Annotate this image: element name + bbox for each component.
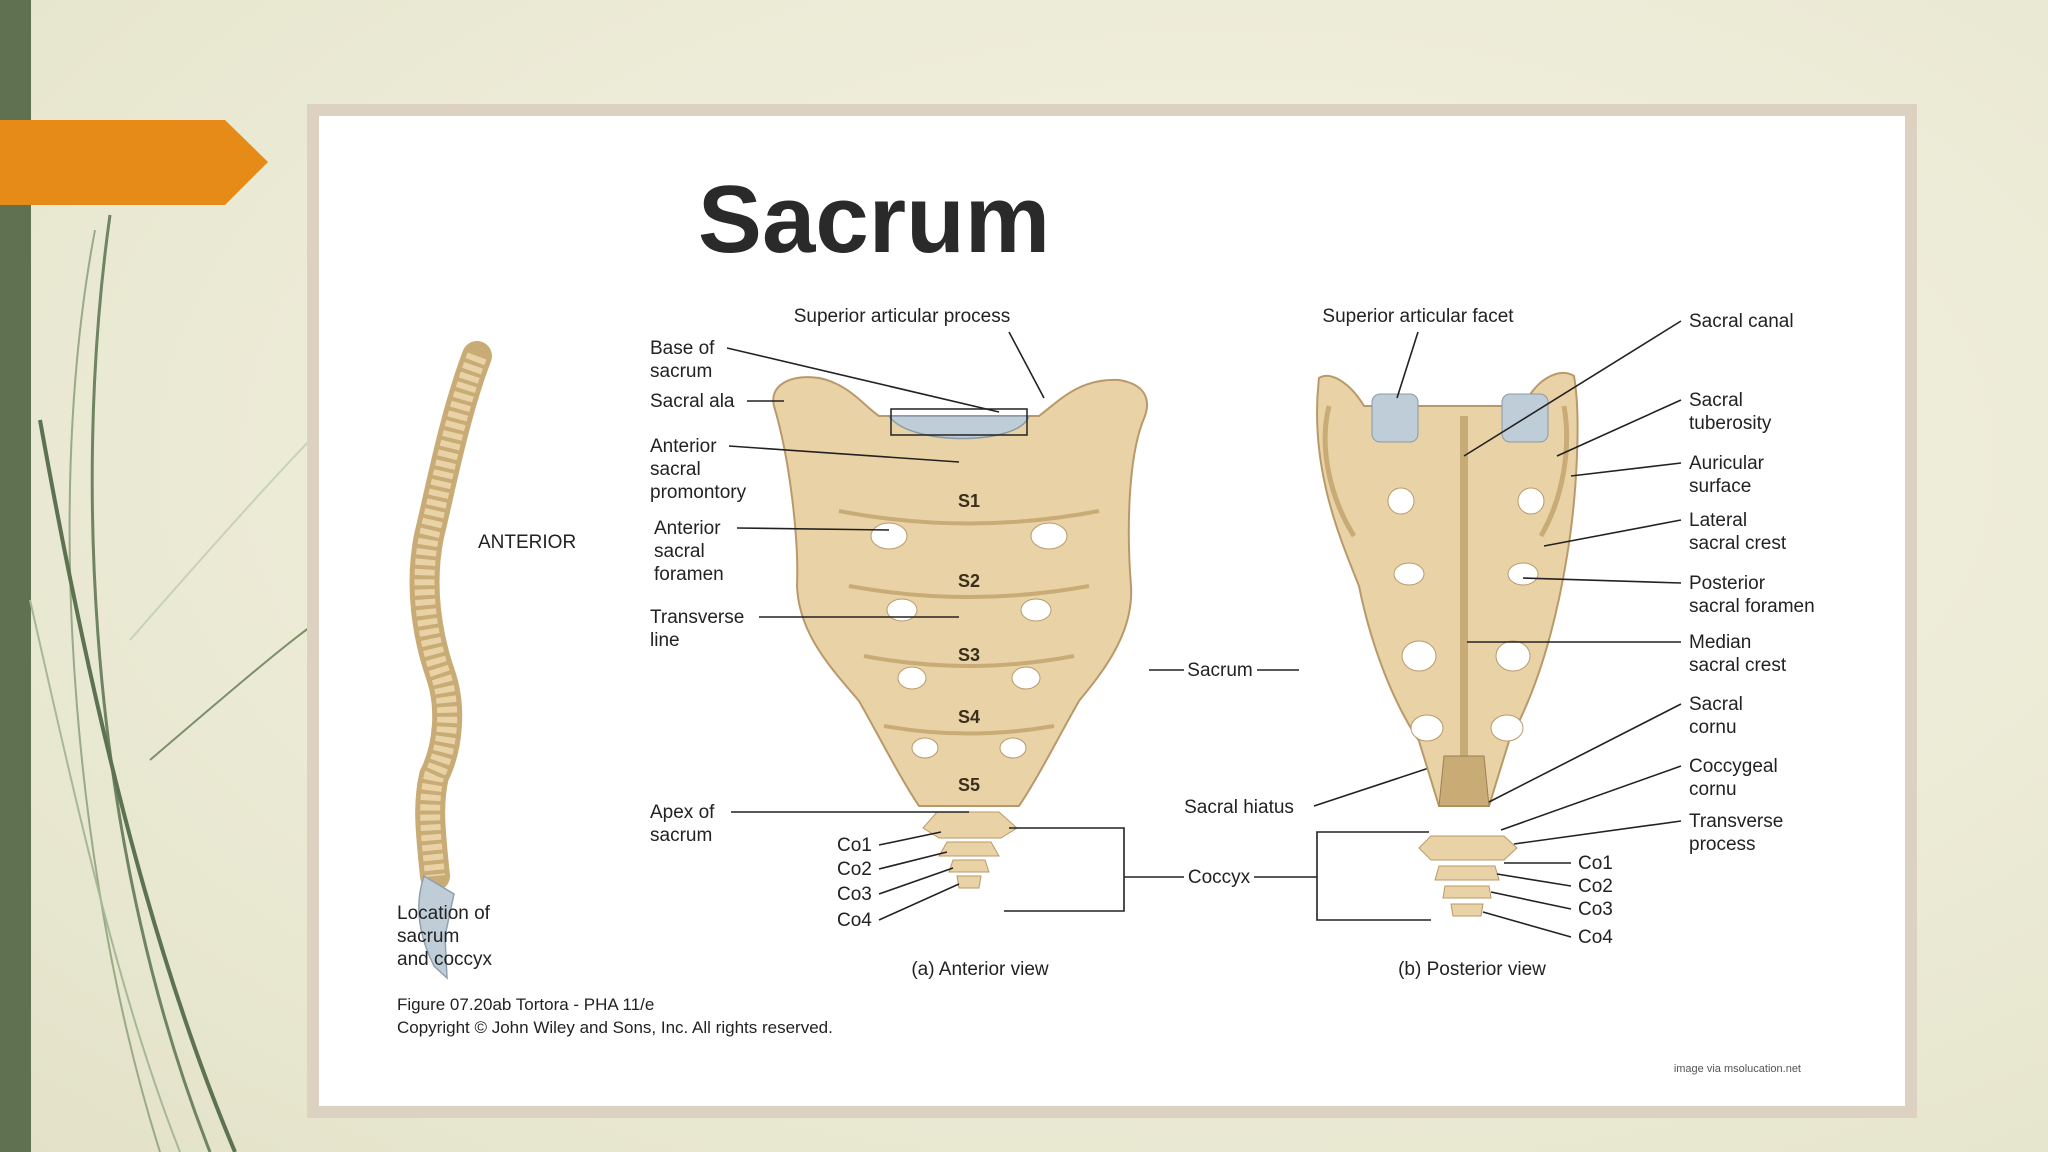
leader-sacral-canal: [1463, 320, 1682, 457]
label-anterior-sacral-promontory-3: promontory: [650, 482, 747, 503]
leader-posterior-co3: [1490, 891, 1572, 910]
label-superior-articular-facet: Superior articular facet: [1322, 306, 1514, 327]
label-sacral-cornu-2: cornu: [1689, 717, 1737, 738]
label-transverse-line-1: Transverse: [650, 607, 744, 628]
leader-coccygeal-cornu: [1500, 765, 1682, 831]
anterior-label: ANTERIOR: [478, 532, 576, 553]
spine-illustration: [409, 341, 492, 980]
leader-anterior-co3: [878, 867, 954, 895]
leader-lateral-sacral-crest: [1543, 519, 1682, 547]
label-anterior-co1: Co1: [837, 835, 872, 856]
label-coccyx: Coccyx: [1188, 867, 1251, 888]
label-auricular-surface-1: Auricular: [1689, 453, 1765, 474]
posterior-view-caption: (b) Posterior view: [1398, 959, 1546, 980]
segment-s2: S2: [958, 571, 980, 591]
decorative-curves: [29, 214, 320, 1152]
segment-s4: S4: [958, 707, 980, 727]
label-sacral-tuberosity-1: Sacral: [1689, 390, 1743, 411]
leader-anterior-co4: [878, 883, 960, 921]
orange-arrow-banner: [0, 120, 268, 205]
leader-superior-articular-process: [1008, 331, 1045, 399]
leader-superior-articular-facet: [1396, 331, 1419, 399]
leader-anterior-sacral-foramen: [736, 527, 890, 531]
leader-posterior-sacral-foramen: [1522, 577, 1682, 584]
label-sacral-ala: Sacral ala: [650, 391, 735, 412]
label-anterior-sacral-promontory-2: sacral: [650, 459, 701, 480]
leader-posterior-co4: [1482, 911, 1572, 938]
label-anterior-sacral-promontory-1: Anterior: [650, 436, 717, 457]
label-posterior-co4: Co4: [1578, 927, 1613, 948]
label-sacral-canal: Sacral canal: [1689, 311, 1794, 332]
label-transverse-process-2: process: [1689, 834, 1756, 855]
label-lateral-sacral-crest-1: Lateral: [1689, 510, 1747, 531]
label-apex-of-sacrum-1: Apex of: [650, 802, 715, 823]
spine-caption-line-1: Location of: [397, 903, 491, 924]
figure-frame: Sacrum ANTERIOR Location of sacrum and c…: [307, 104, 1917, 1118]
bracket-posterior-coccyx: [1316, 831, 1431, 921]
label-auricular-surface-2: surface: [1689, 476, 1751, 497]
label-apex-of-sacrum-2: sacrum: [650, 825, 712, 846]
leader-transverse-process: [1513, 820, 1682, 845]
label-anterior-co2: Co2: [837, 859, 872, 880]
figure-title: Sacrum: [698, 166, 1050, 273]
label-lateral-sacral-crest-2: sacral crest: [1689, 533, 1787, 554]
segment-s5: S5: [958, 775, 980, 795]
label-coccygeal-cornu-2: cornu: [1689, 779, 1737, 800]
copyright-notice: Copyright © John Wiley and Sons, Inc. Al…: [397, 1018, 833, 1037]
label-anterior-co3: Co3: [837, 884, 872, 905]
leader-posterior-co2: [1496, 873, 1572, 887]
segment-s1: S1: [958, 491, 980, 511]
label-anterior-sacral-foramen-2: sacral: [654, 541, 705, 562]
label-sacral-hiatus: Sacral hiatus: [1184, 797, 1294, 818]
leader-anterior-co1: [878, 831, 942, 846]
label-anterior-sacral-foramen-3: foramen: [654, 564, 724, 585]
posterior-sacrum-illustration: [1316, 371, 1579, 917]
label-posterior-co2: Co2: [1578, 876, 1613, 897]
label-coccygeal-cornu-1: Coccygeal: [1689, 756, 1778, 777]
segment-s3: S3: [958, 645, 980, 665]
leader-sacral-tuberosity: [1556, 399, 1682, 457]
anterior-view-caption: (a) Anterior view: [911, 959, 1049, 980]
leader-sacral-hiatus: [1313, 763, 1442, 807]
leader-sacral-cornu: [1488, 703, 1682, 803]
label-posterior-sacral-foramen-1: Posterior: [1689, 573, 1766, 594]
label-posterior-co3: Co3: [1578, 899, 1613, 920]
leader-anterior-sacral-promontory: [728, 445, 960, 463]
figure-credit: Figure 07.20ab Tortora - PHA 11/e: [397, 995, 654, 1014]
label-superior-articular-process: Superior articular process: [794, 306, 1010, 327]
image-watermark: image via msolucation.net: [1674, 1063, 1801, 1075]
label-base-of-sacrum-1: Base of: [650, 338, 715, 359]
label-posterior-co1: Co1: [1578, 853, 1613, 874]
label-transverse-process-1: Transverse: [1689, 811, 1783, 832]
label-sacrum: Sacrum: [1187, 660, 1252, 681]
label-transverse-line-2: line: [650, 630, 680, 651]
anterior-sacrum-illustration: [772, 376, 1148, 889]
sacrum-diagram: Sacrum ANTERIOR Location of sacrum and c…: [397, 166, 1815, 1075]
figure-panel: Sacrum ANTERIOR Location of sacrum and c…: [319, 116, 1905, 1106]
label-anterior-sacral-foramen-1: Anterior: [654, 518, 721, 539]
label-anterior-co4: Co4: [837, 910, 872, 931]
leader-anterior-co2: [878, 851, 948, 870]
label-posterior-sacral-foramen-2: sacral foramen: [1689, 596, 1815, 617]
leader-auricular-surface: [1570, 462, 1682, 477]
label-median-sacral-crest-2: sacral crest: [1689, 655, 1787, 676]
bracket-anterior-coccyx: [1004, 827, 1125, 912]
label-median-sacral-crest-1: Median: [1689, 632, 1751, 653]
label-base-of-sacrum-2: sacrum: [650, 361, 712, 382]
leader-base-of-sacrum: [726, 347, 1000, 413]
label-sacral-cornu-1: Sacral: [1689, 694, 1743, 715]
spine-caption-line-2: sacrum: [397, 926, 459, 947]
spine-caption-line-3: and coccyx: [397, 949, 493, 970]
label-sacral-tuberosity-2: tuberosity: [1689, 413, 1772, 434]
